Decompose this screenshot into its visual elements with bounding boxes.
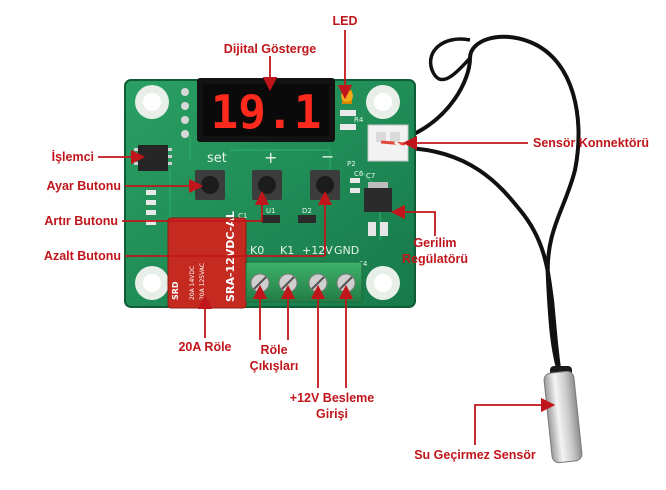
- silk-set-label: set: [207, 151, 227, 166]
- label-waterproof-sensor: Su Geçirmez Sensör: [414, 448, 536, 462]
- display-digits: 19.1: [211, 85, 322, 139]
- label-led: LED: [332, 14, 358, 28]
- label-set-button: Ayar Butonu: [46, 179, 121, 193]
- pin-header: [181, 88, 189, 138]
- svg-text:C4: C4: [358, 260, 368, 268]
- svg-text:R4: R4: [354, 116, 364, 124]
- label-processor: İşlemci: [51, 150, 94, 164]
- label-relay-outputs-1: Röle: [260, 343, 288, 357]
- silk-designators: C6 C7 C1 U1 D2 P2 C4 R4: [238, 116, 375, 268]
- svg-text:D2: D2: [302, 207, 312, 215]
- down-button[interactable]: [310, 170, 340, 200]
- label-sensor-connector: Sensör Konnektörü: [533, 136, 649, 150]
- svg-text:U1: U1: [266, 207, 276, 215]
- svg-text:P2: P2: [347, 160, 356, 168]
- silk-minus-label: −: [321, 147, 334, 166]
- label-relay: 20A Röle: [178, 340, 232, 354]
- label-power-input-2: Girişi: [316, 407, 348, 421]
- processor-chip: [134, 145, 172, 171]
- digital-display: 19.1: [197, 78, 335, 142]
- leader-probe: [474, 397, 556, 445]
- smd-components: [146, 178, 388, 236]
- svg-text:C7: C7: [366, 172, 375, 180]
- label-display: Dijital Gösterge: [223, 42, 317, 56]
- relay-rating-2: 20A 125VAC: [199, 263, 206, 300]
- set-button[interactable]: [195, 170, 225, 200]
- label-relay-outputs-2: Çıkışları: [249, 359, 299, 373]
- svg-text:K0: K0: [250, 244, 264, 257]
- leader-lines: [98, 30, 556, 445]
- svg-text:GND: GND: [334, 244, 359, 257]
- mounting-holes: [135, 85, 400, 300]
- svg-text:+12V: +12V: [302, 244, 333, 257]
- relay-rating-1: 20A 14VDC: [189, 266, 196, 300]
- silk-plus-label: +: [264, 148, 277, 167]
- relay: SRD 20A 14VDC 20A 125VAC SRA-12VDC-AL: [167, 211, 247, 309]
- voltage-regulator: [364, 182, 392, 212]
- label-up-button: Artır Butonu: [44, 214, 118, 228]
- sensor-cable: [404, 34, 581, 376]
- label-down-button: Azalt Butonu: [43, 249, 121, 263]
- svg-text:C1: C1: [238, 212, 247, 220]
- relay-brand: SRD: [171, 281, 180, 300]
- sensor-connector: [367, 124, 409, 162]
- waterproof-probe: [543, 366, 583, 464]
- label-regulator-2: Regülatörü: [402, 252, 468, 266]
- label-regulator-1: Gerilim: [413, 236, 457, 250]
- up-button[interactable]: [252, 170, 282, 200]
- svg-text:K1: K1: [280, 244, 294, 257]
- svg-text:C6: C6: [354, 170, 364, 178]
- label-power-input-1: +12V Besleme: [289, 391, 375, 405]
- screw-terminals: [245, 261, 363, 303]
- leader-regulator: [390, 204, 436, 236]
